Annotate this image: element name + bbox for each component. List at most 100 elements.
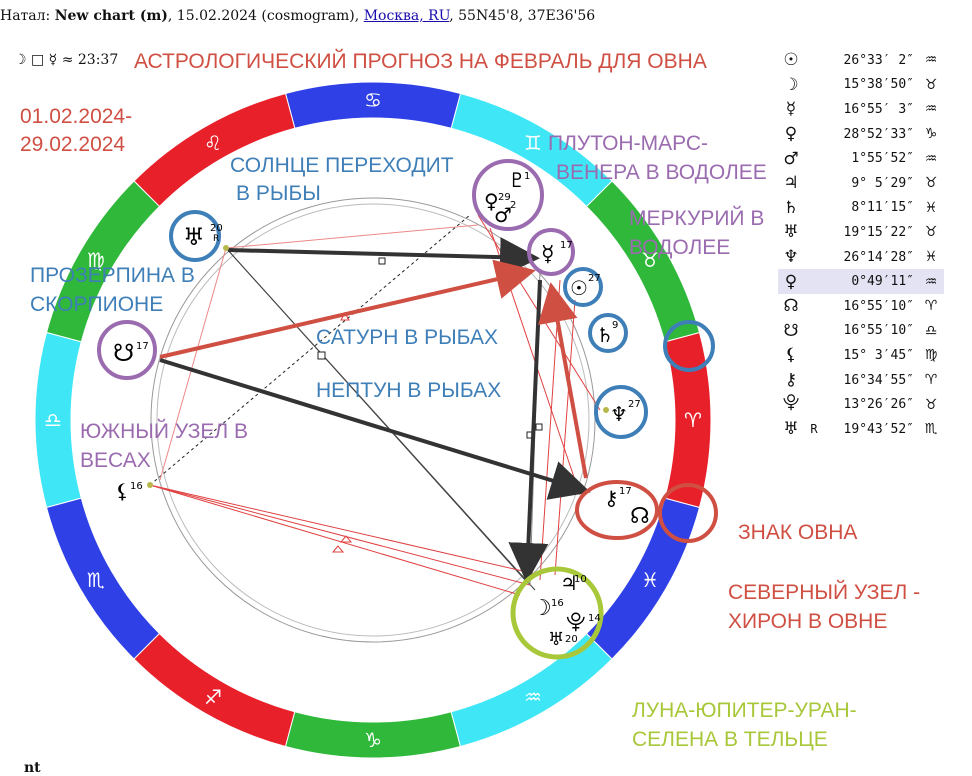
aspect-line xyxy=(149,484,521,596)
chart-details: , 15.02.2024 (cosmogram), xyxy=(167,8,364,24)
planet-row[interactable]: ♀28°52′33″♑ xyxy=(778,122,944,147)
trine-marker xyxy=(339,535,353,543)
zodiac-sign-icon: ♏ xyxy=(87,568,105,592)
planet-row[interactable]: ☽15°38′50″♉ xyxy=(778,73,944,98)
zodiac-sign-icon: ♉ xyxy=(924,175,938,192)
zodiac-sign-icon: ♒ xyxy=(924,101,938,118)
city-link[interactable]: Москва, RU xyxy=(363,8,450,24)
zodiac-segment xyxy=(585,497,701,660)
zodiac-sign-icon: ♍ xyxy=(924,347,938,364)
planet-row[interactable]: ♃9° 5′29″♉ xyxy=(778,171,944,196)
svg-text:29: 29 xyxy=(498,192,511,203)
svg-text:27: 27 xyxy=(628,399,641,410)
moon-glyph: ☽ xyxy=(532,596,552,621)
square-marker xyxy=(535,423,543,431)
planet-row[interactable]: ☿16°55′ 3″♒ xyxy=(778,97,944,122)
venus-icon: ♀ xyxy=(784,124,798,145)
saturn-glyph: ♄ xyxy=(596,323,614,347)
zodiac-sign-icon: ♈ xyxy=(924,298,938,315)
zodiac-sign-icon: ♉ xyxy=(924,396,938,413)
lilith-glyph: ⚸ xyxy=(115,479,130,503)
venus-glyph: ♀ xyxy=(484,189,499,213)
svg-text:16: 16 xyxy=(130,481,143,492)
mercury-icon: ☿ xyxy=(785,99,797,120)
pluto-icon: ♀ xyxy=(784,271,798,292)
arrow xyxy=(159,259,536,359)
highlight-circle xyxy=(510,566,604,660)
planet-position: 26°14′28″ xyxy=(843,249,914,265)
selena-glyph: ⯓ xyxy=(566,609,586,633)
planet-row[interactable]: ♀ 0°49′11″ ♒ xyxy=(778,269,944,294)
retrograde-flag: R xyxy=(810,422,818,437)
zodiac-sign-icon: ♉ xyxy=(924,224,938,241)
zodiac-sign-icon: ♒ xyxy=(924,273,938,290)
arrow xyxy=(538,282,588,479)
mercury-label-2: ВОДОЛЕЕ xyxy=(629,236,731,259)
planet-row[interactable]: ♂1°55′52″♒ xyxy=(778,146,944,171)
planet-row[interactable]: ♅ 19°15′22″ ♉ xyxy=(778,220,944,245)
square-marker xyxy=(378,257,386,265)
proserpina-icon: ♅ xyxy=(783,419,799,440)
north-node-icon: ☊ xyxy=(783,296,799,317)
planet-row[interactable]: ☊ 16°55′10″ ♈ xyxy=(778,294,944,319)
inner-circle-outer xyxy=(150,197,596,643)
planet-row[interactable]: ♆26°14′28″♓ xyxy=(778,245,944,270)
planet-dot xyxy=(223,245,229,251)
planet-row[interactable]: ☋16°55′10″♎ xyxy=(778,319,944,344)
svg-text:2: 2 xyxy=(510,200,516,211)
chart-info-line: Натал: New chart (m), 15.02.2024 (cosmog… xyxy=(0,8,595,24)
aspect-line xyxy=(149,484,531,586)
moon-label-1: ЛУНА-ЮПИТЕР-УРАН- xyxy=(632,699,857,722)
planet-row[interactable]: ⚷16°34′55″♈ xyxy=(778,368,944,393)
zodiac-sign-icon: ♒ xyxy=(924,52,938,69)
date-range-start: 01.02.2024- xyxy=(20,105,133,128)
pluto-label-2: ВЕНЕРА В ВОДОЛЕЕ xyxy=(556,161,767,184)
jupiter-icon: ♃ xyxy=(783,173,799,194)
saturn-icon: ♄ xyxy=(783,197,799,218)
planet-position: 16°55′10″ xyxy=(843,323,914,339)
planet-dot xyxy=(147,482,153,488)
aspect-line xyxy=(159,247,227,481)
lilith-icon: ⚸ xyxy=(784,345,798,366)
proserpina-label-2: СКОРПИОНЕ xyxy=(30,293,164,316)
planet-position: 26°33′ 2″ xyxy=(843,52,914,68)
north-node-label-1: СЕВЕРНЫЙ УЗЕЛ - xyxy=(728,581,921,604)
highlight-circle xyxy=(588,313,628,353)
svg-text:27: 27 xyxy=(588,273,601,284)
planet-row[interactable]: ♄8°11′15″♓ xyxy=(778,196,944,221)
highlight-circle xyxy=(594,385,648,439)
highlight-circle xyxy=(563,267,603,307)
chart-name: New chart (m) xyxy=(54,8,168,24)
planet-position: 19°15′22″ xyxy=(843,224,914,240)
svg-text:17: 17 xyxy=(619,486,632,497)
zodiac-sign-icon: ♏ xyxy=(924,421,938,438)
sun-label-2: В РЫБЫ xyxy=(236,182,321,205)
svg-text:14: 14 xyxy=(588,613,601,624)
neptune-label: НЕПТУН В РЫБАХ xyxy=(316,379,502,402)
highlight-circle xyxy=(527,228,575,276)
zodiac-sign-icon: ♉ xyxy=(924,76,938,93)
planet-row[interactable]: ☉26°33′ 2″♒ xyxy=(778,48,944,73)
trine-marker xyxy=(331,545,345,553)
arrow xyxy=(227,237,540,278)
north-node-glyph: ☊ xyxy=(630,504,650,529)
footer-text: nt xyxy=(24,760,41,776)
aspect-line xyxy=(149,484,541,576)
moon-label-2: СЕЛЕНА В ТЕЛЬЦЕ xyxy=(632,728,828,751)
proserpina-label-1: ПРОЗЕРПИНА В xyxy=(30,264,195,287)
south-node-icon: ☋ xyxy=(783,320,799,341)
planet-position: 8°11′15″ xyxy=(851,200,914,216)
zodiac-ring: ♈♉♊♋♌♍♎♏♐♑♒♓ xyxy=(34,81,712,759)
svg-text:1: 1 xyxy=(524,171,530,182)
uranus-icon: ♅ xyxy=(783,222,799,243)
aspect-line xyxy=(225,247,536,591)
date-range-end: 29.02.2024 xyxy=(20,133,126,156)
planet-row[interactable]: ⚸15° 3′45″♍ xyxy=(778,343,944,368)
aspect-line xyxy=(225,224,479,249)
arrow xyxy=(508,279,549,583)
planet-position: 16°55′10″ xyxy=(843,298,914,314)
planet-row[interactable]: ⯓13°26′26″♉ xyxy=(778,392,944,417)
arrows xyxy=(159,237,591,583)
planet-position: 0°49′11″ xyxy=(851,274,914,290)
